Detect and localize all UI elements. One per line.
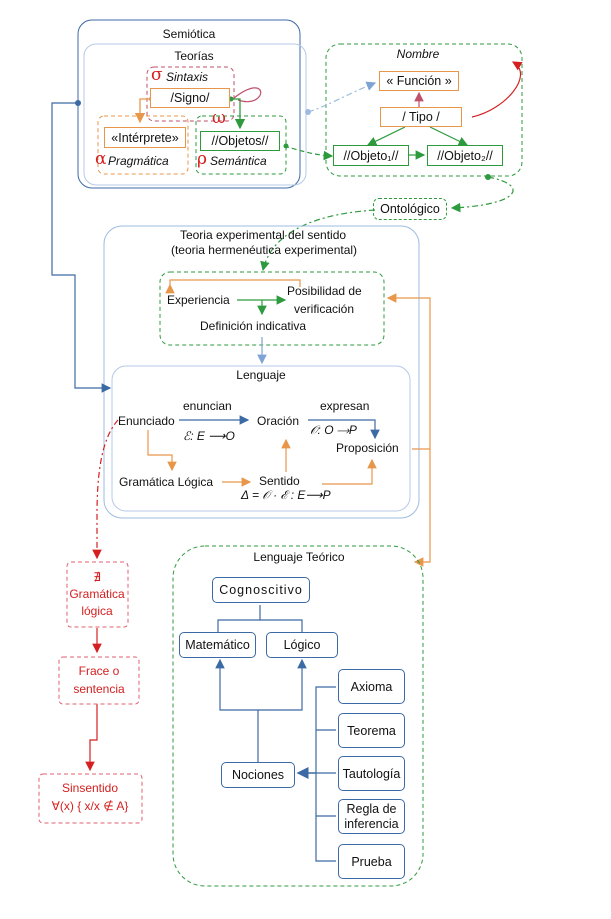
matematico-label: Matemático [185,638,250,652]
ontologico-box: Ontológico [373,198,447,220]
signo-label: /Signo/ [170,91,210,105]
frace-label-2: sentencia [73,682,125,696]
tipo-label: / Tipo / [402,110,440,124]
teorema-label: Teorema [347,723,396,738]
enunciado-label: Enunciado [118,414,175,428]
posibilidad-label-1: Posibilidad de [287,284,362,298]
prueba-box: Prueba [338,844,405,879]
formula-s: Δ = 𝒪 · ℰ : E⟶P [241,488,331,502]
interprete-box: «Intérprete» [104,127,186,148]
signo-box: /Signo/ [150,88,230,108]
no-gramatica-label-1: Gramática [69,587,125,601]
logico-label: Lógico [283,638,321,652]
objeto2-label: //Objeto₂// [437,148,493,163]
rho-symbol: ρ [197,149,207,169]
no-exist-symbol: ∄ [93,570,101,584]
nombre-title: Nombre [396,47,440,61]
funcion-box: « Función » [379,71,459,91]
tipo-box: / Tipo / [380,107,462,127]
objetos-box: //Objetos// [200,131,280,151]
objeto1-label: //Objeto₁// [343,148,399,163]
proposicion-label: Proposición [336,441,399,455]
sigma-symbol: σ [151,65,163,85]
teoria-title-1: Teoria experimental del sentido [179,228,347,242]
interprete-label: «Intérprete» [111,130,179,145]
matematico-box: Matemático [179,632,256,658]
lenguaje-title: Lenguaje [236,368,286,382]
enuncian-label: enuncian [183,399,232,413]
semantica-label: Semántica [210,154,267,168]
objeto2-box: //Objeto₂// [427,145,503,166]
nociones-label: Nociones [231,768,285,782]
sintaxis-label: Sintaxis [166,70,209,84]
gramatica-label: Gramática Lógica [119,475,214,489]
nociones-box: Nociones [221,762,295,788]
axioma-label: Axioma [350,679,393,694]
objetos-label: //Objetos// [211,134,269,148]
frace-label-1: Frace o [78,664,120,678]
cognoscitivo-label: Cognoscitivo [219,583,303,597]
posibilidad-label-2: verificación [294,302,355,316]
semiotica-title: Semiótica [162,27,216,41]
sentido-label: Sentido [259,474,300,488]
regla-label-2: inferencia [344,816,399,831]
prueba-label: Prueba [351,854,392,869]
sinsentido-formula: ∀(x) { x/x ∉ A} [51,799,129,813]
experiencia-label: Experiencia [167,293,230,307]
ontologico-label: Ontológico [380,202,440,216]
objeto1-box: //Objeto₁// [333,145,409,166]
sinsentido-label: Sinsentido [61,781,119,795]
funcion-label: « Función » [386,74,452,88]
oracion-label: Oración [257,414,300,428]
teorias-title: Teorías [174,49,214,63]
cognoscitivo-box: Cognoscitivo [212,577,310,603]
pragmatica-label: Pragmática [108,154,169,168]
teoria-title-2: (teoria hermenéutica experimental) [170,243,358,257]
tautologia-box: Tautología [338,756,405,791]
omega-symbol: ω [212,108,226,128]
no-gramatica-label-2: lógica [81,604,113,618]
logico-box: Lógico [266,632,338,658]
tautologia-label: Tautología [342,766,401,781]
definicion-label: Definición indicativa [200,319,307,333]
regla-label-1: Regla de [346,801,397,816]
regla-box: Regla de inferencia [338,799,405,834]
teorema-box: Teorema [338,713,405,748]
lenguaje-teorico-title: Lenguaje Teórico [253,550,345,564]
alpha-symbol: α [95,149,107,169]
formula-o: 𝒪: O ⟶P [310,423,357,437]
axioma-box: Axioma [338,669,405,704]
expresan-label: expresan [320,399,370,413]
formula-e: ℰ: E ⟶O [183,429,235,443]
